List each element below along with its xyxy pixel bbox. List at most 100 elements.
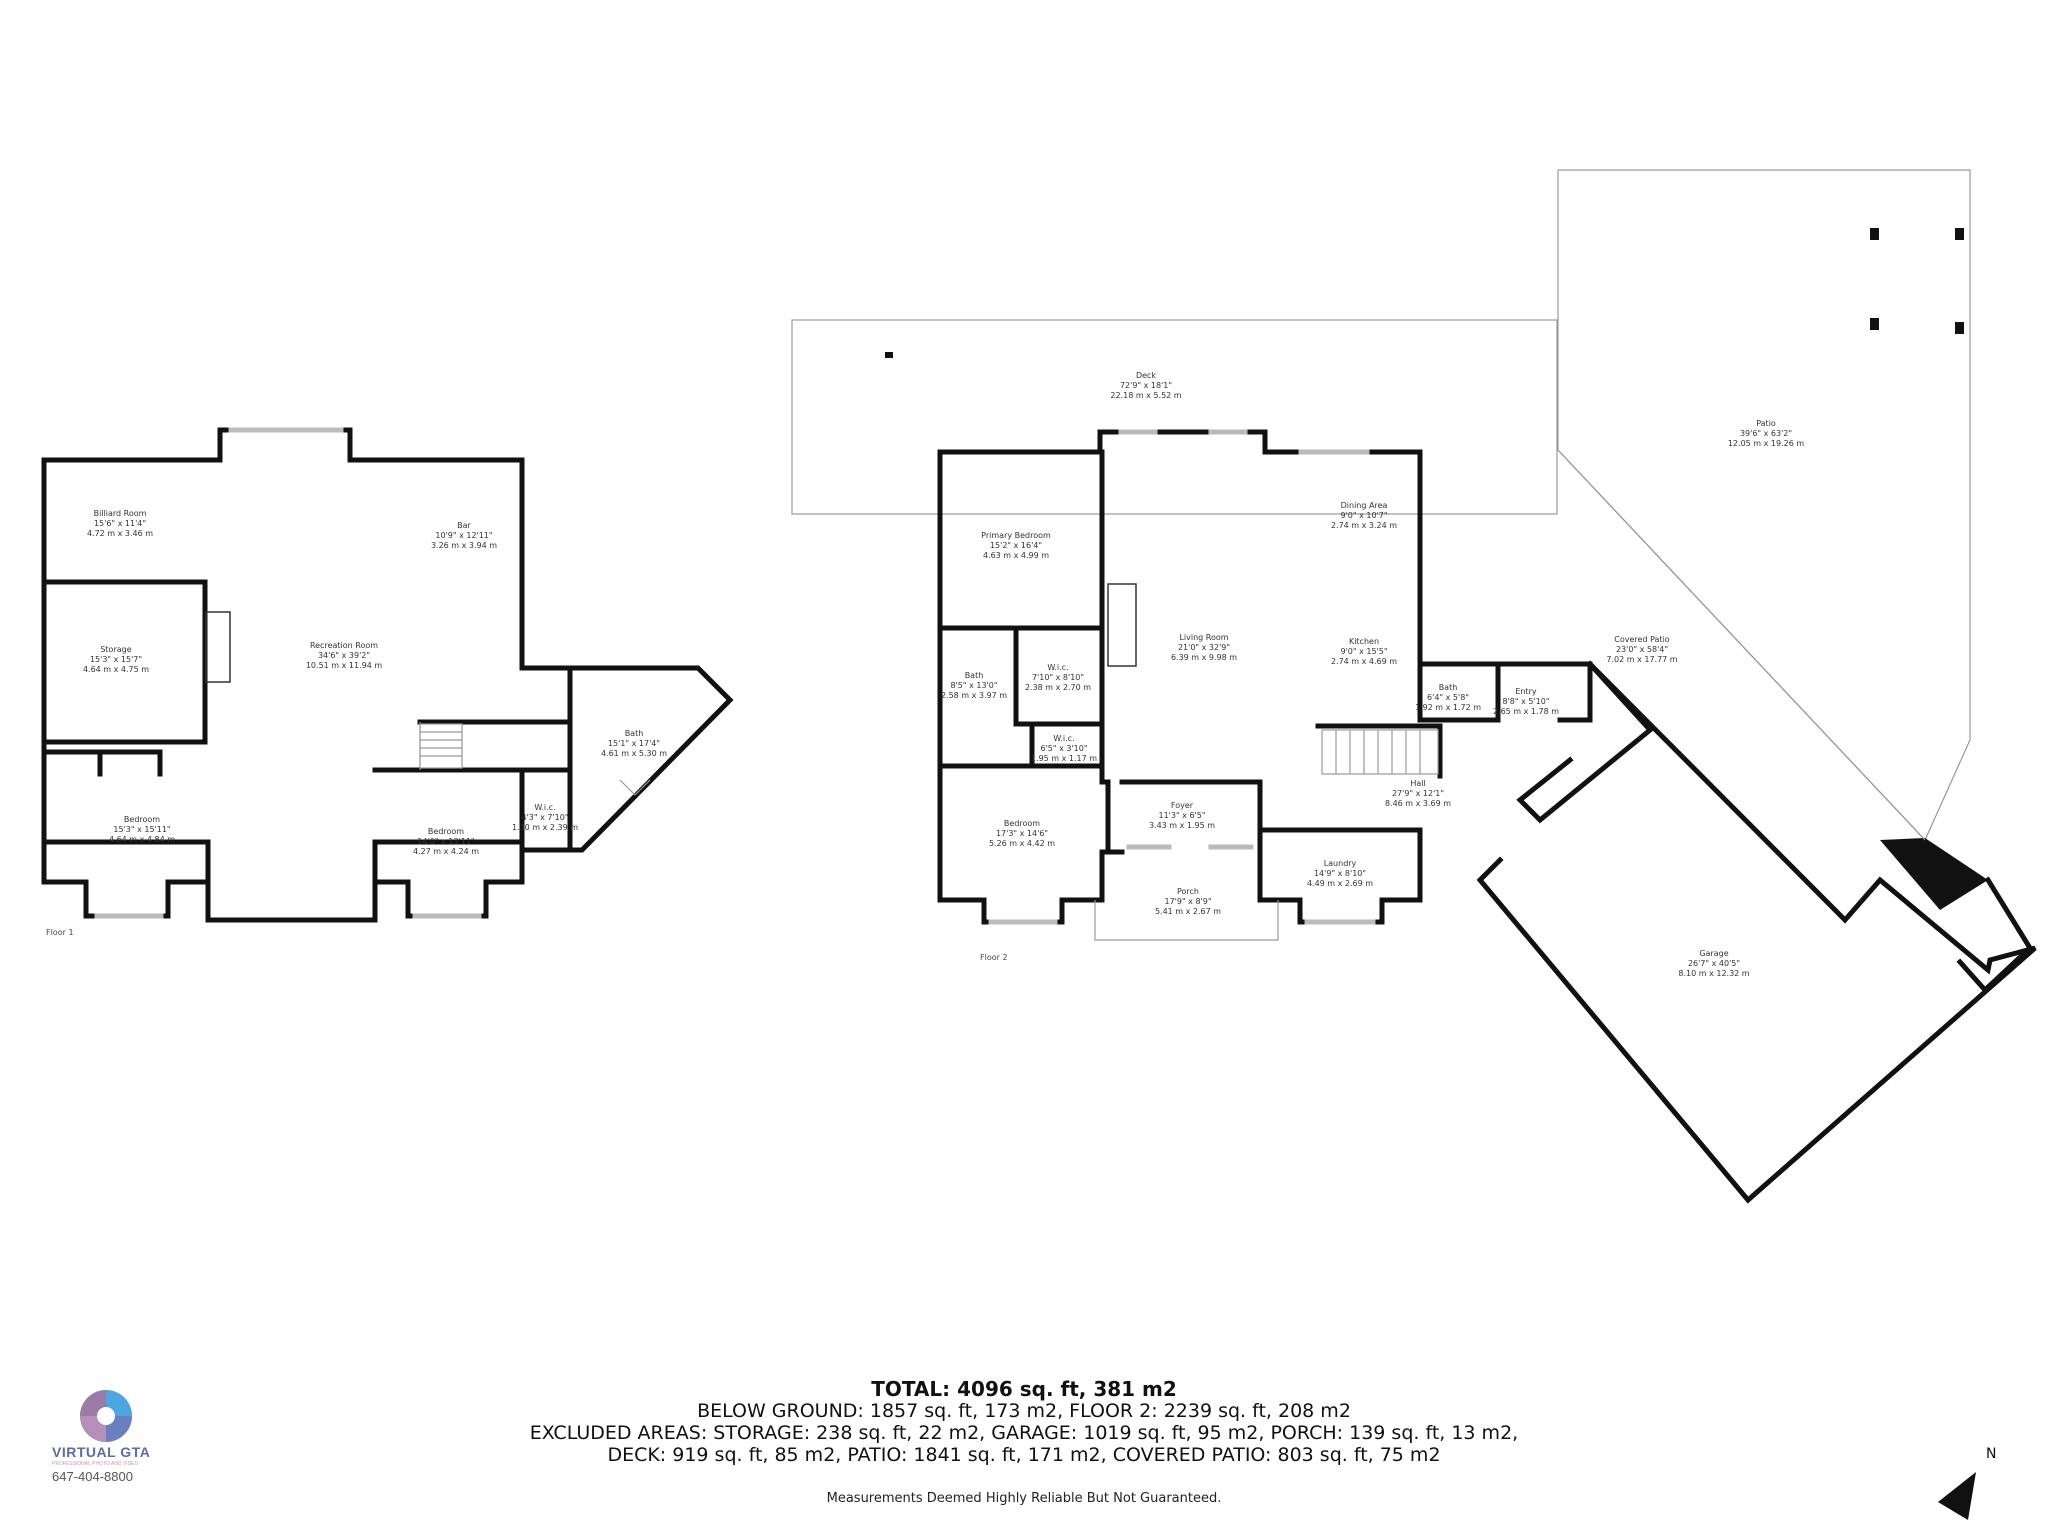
svg-text:7'10" x 8'10": 7'10" x 8'10"	[1032, 673, 1084, 682]
svg-text:1.95 m x 1.17 m: 1.95 m x 1.17 m	[1031, 754, 1097, 763]
svg-text:2.58 m x 3.97 m: 2.58 m x 3.97 m	[941, 691, 1007, 700]
window	[412, 913, 482, 919]
svg-text:4.27 m x 4.24 m: 4.27 m x 4.24 m	[413, 847, 479, 856]
svg-text:Bath: Bath	[625, 729, 644, 738]
camera-aperture-icon	[80, 1390, 132, 1442]
svg-text:Bedroom: Bedroom	[1004, 819, 1040, 828]
deck-outline	[791, 319, 1558, 515]
svg-text:Dining Area: Dining Area	[1341, 501, 1388, 510]
area-line-3: DECK: 919 sq. ft, 85 m2, PATIO: 1841 sq.…	[607, 1444, 1441, 1466]
logo-tagline: PROFESSIONAL PHOTO AND VIDEO	[52, 1461, 139, 1467]
svg-text:8'8" x 5'10": 8'8" x 5'10"	[1502, 697, 1549, 706]
svg-text:4.64 m x 4.84 m: 4.64 m x 4.84 m	[109, 835, 175, 844]
svg-text:15'3" x 15'11": 15'3" x 15'11"	[113, 825, 170, 834]
svg-text:10'9" x 12'11": 10'9" x 12'11"	[435, 531, 492, 540]
svg-text:22.18 m x 5.52 m: 22.18 m x 5.52 m	[1110, 391, 1181, 400]
svg-text:Recreation Room: Recreation Room	[310, 641, 378, 650]
room-wic-floor2-a: W.i.c. 7'10" x 8'10" 2.38 m x 2.70 m	[1025, 663, 1091, 692]
patio-outline	[1557, 169, 1971, 842]
room-wic-floor2-b: W.i.c. 6'5" x 3'10" 1.95 m x 1.17 m	[1031, 734, 1097, 763]
area-summary: TOTAL: 4096 sq. ft, 381 m2 BELOW GROUND:…	[0, 1378, 2048, 1466]
svg-text:Primary Bedroom: Primary Bedroom	[981, 531, 1051, 540]
north-label: N	[1986, 1446, 1996, 1462]
svg-text:5.41 m x 2.67 m: 5.41 m x 2.67 m	[1155, 907, 1221, 916]
floor-1-label: Floor 1	[46, 928, 74, 937]
svg-text:17'3" x 14'6": 17'3" x 14'6"	[996, 829, 1048, 838]
svg-text:17'9" x 8'9": 17'9" x 8'9"	[1164, 897, 1211, 906]
floor-2-label: Floor 2	[980, 953, 1008, 962]
svg-text:Bath: Bath	[1439, 683, 1458, 692]
room-bath-floor2-b: Bath 6'4" x 5'8" 1.92 m x 1.72 m	[1415, 683, 1481, 712]
room-dining: Dining Area 9'0" x 10'7" 2.74 m x 3.24 m	[1331, 501, 1397, 530]
entry-walls	[1417, 661, 1501, 723]
door-swing	[634, 779, 651, 796]
svg-text:26'7" x 40'5": 26'7" x 40'5"	[1688, 959, 1740, 968]
room-wic-floor1: W.i.c. 4'3" x 7'10" 1.30 m x 2.39 m	[512, 803, 578, 832]
svg-text:Storage: Storage	[100, 645, 131, 654]
window	[1298, 449, 1370, 455]
svg-text:6.39 m x 9.98 m: 6.39 m x 9.98 m	[1171, 653, 1237, 662]
svg-text:15'1" x 17'4": 15'1" x 17'4"	[608, 739, 660, 748]
svg-text:4.72 m x 3.46 m: 4.72 m x 3.46 m	[87, 529, 153, 538]
svg-text:Hall: Hall	[1410, 779, 1425, 788]
room-billiard: Billiard Room 15'6" x 11'4" 4.72 m x 3.4…	[87, 509, 153, 538]
room-storage: Storage 15'3" x 15'7" 4.64 m x 4.75 m	[83, 645, 149, 674]
room-hall: Hall 27'9" x 12'1" 8.46 m x 3.69 m	[1385, 779, 1451, 808]
room-living: Living Room 21'0" x 32'9" 6.39 m x 9.98 …	[1171, 633, 1237, 662]
svg-text:21'0" x 32'9": 21'0" x 32'9"	[1178, 643, 1230, 652]
svg-text:14'0" x 13'11": 14'0" x 13'11"	[417, 837, 474, 846]
patio-post	[1870, 228, 1879, 240]
room-garage: Garage 26'7" x 40'5" 8.10 m x 12.32 m	[1678, 949, 1749, 978]
svg-text:11'3" x 6'5": 11'3" x 6'5"	[1158, 811, 1205, 820]
svg-text:27'9" x 12'1": 27'9" x 12'1"	[1392, 789, 1444, 798]
room-bedroom-floor1-a: Bedroom 15'3" x 15'11" 4.64 m x 4.84 m	[109, 815, 175, 844]
svg-text:5.26 m x 4.42 m: 5.26 m x 4.42 m	[989, 839, 1055, 848]
svg-text:9'0" x 15'5": 9'0" x 15'5"	[1340, 647, 1387, 656]
svg-text:3.26 m x 3.94 m: 3.26 m x 3.94 m	[431, 541, 497, 550]
window	[1126, 844, 1172, 850]
svg-text:9'0" x 10'7": 9'0" x 10'7"	[1340, 511, 1387, 520]
svg-text:15'2" x 16'4": 15'2" x 16'4"	[990, 541, 1042, 550]
room-foyer: Foyer 11'3" x 6'5" 3.43 m x 1.95 m	[1149, 801, 1215, 830]
deck-post	[885, 352, 893, 358]
north-arrow-icon: N	[1938, 1446, 1996, 1520]
window	[228, 427, 344, 433]
svg-text:1.92 m x 1.72 m: 1.92 m x 1.72 m	[1415, 703, 1481, 712]
covered-patio-edge	[1557, 449, 1926, 841]
disclaimer: Measurements Deemed Highly Reliable But …	[826, 1491, 1222, 1506]
svg-text:10.51 m x 11.94 m: 10.51 m x 11.94 m	[306, 661, 383, 670]
svg-text:12.05 m x 19.26 m: 12.05 m x 19.26 m	[1728, 439, 1805, 448]
svg-text:W.i.c.: W.i.c.	[1053, 734, 1074, 743]
logo-brand: VIRTUAL GTA	[52, 1444, 151, 1460]
svg-text:Covered Patio: Covered Patio	[1614, 635, 1670, 644]
door-swing	[619, 779, 636, 796]
svg-text:8.10 m x 12.32 m: 8.10 m x 12.32 m	[1678, 969, 1749, 978]
room-bath-floor1: Bath 15'1" x 17'4" 4.61 m x 5.30 m	[601, 729, 667, 758]
patio-post	[1870, 318, 1879, 330]
floor2-stairs	[1321, 729, 1439, 775]
room-bedroom-floor2: Bedroom 17'3" x 14'6" 5.26 m x 4.42 m	[989, 819, 1055, 848]
svg-text:8'5" x 13'0": 8'5" x 13'0"	[950, 681, 997, 690]
svg-text:4.63 m x 4.99 m: 4.63 m x 4.99 m	[983, 551, 1049, 560]
room-bedroom-floor1-b: Bedroom 14'0" x 13'11" 4.27 m x 4.24 m	[413, 827, 479, 856]
room-covered-patio: Covered Patio 23'0" x 58'4" 7.02 m x 17.…	[1606, 635, 1677, 664]
room-recreation: Recreation Room 34'6" x 39'2" 10.51 m x …	[306, 641, 383, 670]
logo-phone: 647-404-8800	[52, 1469, 133, 1484]
room-porch: Porch 17'9" x 8'9" 5.41 m x 2.67 m	[1155, 887, 1221, 916]
bath-bottom-wall	[937, 721, 1035, 769]
svg-text:34'6" x 39'2": 34'6" x 39'2"	[318, 651, 370, 660]
svg-text:4.61 m x 5.30 m: 4.61 m x 5.30 m	[601, 749, 667, 758]
room-patio: Patio 39'6" x 63'2" 12.05 m x 19.26 m	[1728, 419, 1805, 448]
svg-text:6'5" x 3'10": 6'5" x 3'10"	[1040, 744, 1087, 753]
window	[1208, 429, 1248, 435]
svg-text:2.65 m x 1.78 m: 2.65 m x 1.78 m	[1493, 707, 1559, 716]
room-primary-bedroom: Primary Bedroom 15'2" x 16'4" 4.63 m x 4…	[981, 531, 1051, 560]
floor2-west-wall	[937, 449, 1125, 925]
svg-text:1.30 m x 2.39 m: 1.30 m x 2.39 m	[512, 823, 578, 832]
room-kitchen: Kitchen 9'0" x 15'5" 2.74 m x 4.69 m	[1331, 637, 1397, 666]
room-entry: Entry 8'8" x 5'10" 2.65 m x 1.78 m	[1493, 687, 1559, 716]
svg-text:Kitchen: Kitchen	[1349, 637, 1379, 646]
garage-inner-wall	[1516, 660, 1654, 824]
wic-walls	[1013, 625, 1105, 727]
